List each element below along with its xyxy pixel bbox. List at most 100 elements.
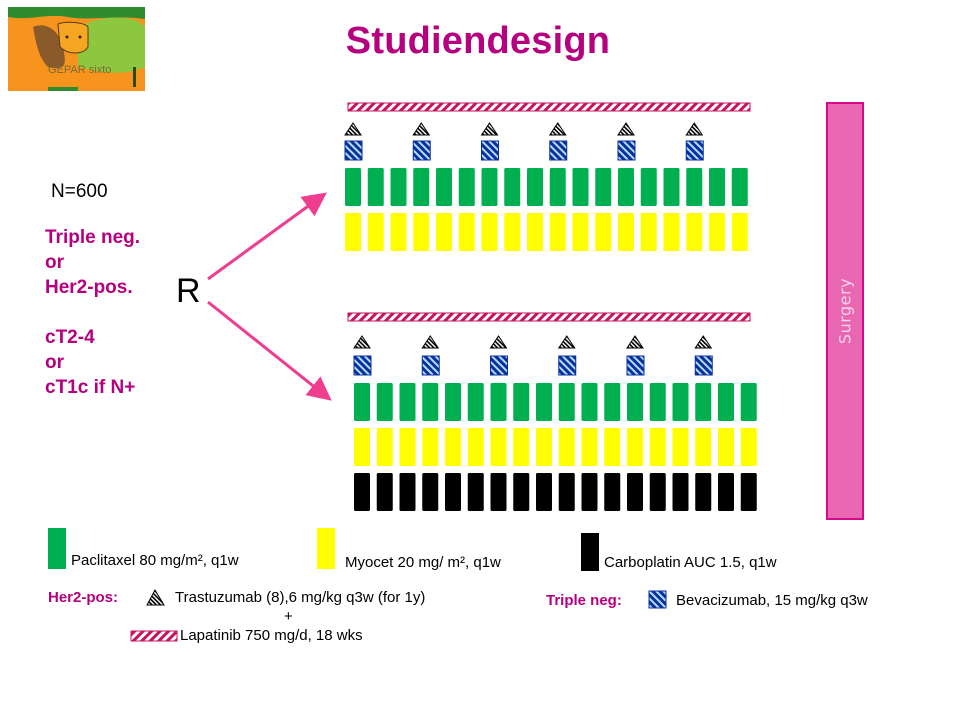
legend-plus: + bbox=[284, 608, 293, 625]
paclitaxel-weekly-dose bbox=[481, 168, 498, 206]
bevacizumab-dose-icon bbox=[412, 140, 431, 161]
trastuzumab-dose-icon bbox=[626, 335, 644, 349]
trastuzumab-dose-icon bbox=[421, 335, 440, 349]
myocet-weekly-dose bbox=[686, 213, 703, 251]
paclitaxel-weekly-dose bbox=[549, 168, 566, 206]
lapatinib-bar bbox=[347, 312, 751, 322]
bevacizumab-dose-icon bbox=[481, 140, 499, 161]
myocet-weekly-dose bbox=[399, 428, 416, 466]
inclusion-criteria-stage: cT2-4 or cT1c if N+ bbox=[45, 325, 135, 400]
paclitaxel-weekly-dose bbox=[718, 383, 734, 421]
carboplatin-weekly-dose bbox=[422, 473, 439, 511]
paclitaxel-weekly-dose bbox=[640, 168, 657, 206]
criteria-line: cT2-4 bbox=[45, 327, 95, 348]
trastuzumab-dose-icon bbox=[489, 335, 508, 349]
legend-paclitaxel-swatch bbox=[48, 528, 66, 569]
page-title: Studiendesign bbox=[345, 20, 611, 62]
bevacizumab-dose-icon bbox=[490, 355, 508, 376]
myocet-weekly-dose bbox=[354, 428, 370, 466]
randomization-label: R bbox=[176, 272, 201, 310]
carboplatin-weekly-dose bbox=[695, 473, 712, 511]
criteria-line: or bbox=[45, 352, 64, 373]
carboplatin-weekly-dose bbox=[467, 473, 484, 511]
paclitaxel-weekly-dose bbox=[649, 383, 666, 421]
trastuzumab-dose-icon bbox=[685, 122, 704, 136]
sample-size: N=600 bbox=[51, 181, 108, 202]
paclitaxel-weekly-dose bbox=[595, 168, 612, 206]
myocet-weekly-dose bbox=[618, 213, 634, 251]
criteria-line: Her2-pos. bbox=[45, 277, 133, 298]
paclitaxel-weekly-dose bbox=[376, 383, 393, 421]
paclitaxel-weekly-dose bbox=[731, 168, 748, 206]
trastuzumab-dose-icon bbox=[617, 122, 635, 136]
carboplatin-weekly-dose bbox=[536, 473, 552, 511]
myocet-weekly-dose bbox=[376, 428, 393, 466]
paclitaxel-weekly-dose bbox=[672, 383, 689, 421]
myocet-weekly-dose bbox=[627, 428, 643, 466]
paclitaxel-weekly-dose bbox=[345, 168, 361, 206]
carboplatin-weekly-dose bbox=[627, 473, 643, 511]
myocet-weekly-dose bbox=[413, 213, 430, 251]
legend-lapatinib-icon bbox=[130, 630, 178, 642]
carboplatin-weekly-dose bbox=[558, 473, 575, 511]
myocet-weekly-dose bbox=[345, 213, 361, 251]
paclitaxel-weekly-dose bbox=[504, 168, 521, 206]
myocet-weekly-dose bbox=[458, 213, 475, 251]
myocet-weekly-dose bbox=[549, 213, 566, 251]
bevacizumab-dose-icon bbox=[617, 140, 636, 161]
myocet-weekly-dose bbox=[481, 213, 498, 251]
carboplatin-weekly-dose bbox=[490, 473, 507, 511]
myocet-weekly-dose bbox=[663, 213, 680, 251]
bevacizumab-dose-icon bbox=[694, 355, 713, 376]
paclitaxel-weekly-dose bbox=[390, 168, 407, 206]
criteria-line: Triple neg. bbox=[45, 227, 141, 248]
legend-trastuzumab-icon bbox=[146, 588, 165, 606]
myocet-weekly-dose bbox=[695, 428, 712, 466]
legend-her2-heading: Her2-pos: bbox=[48, 589, 119, 606]
paclitaxel-weekly-dose bbox=[627, 383, 643, 421]
myocet-weekly-dose bbox=[718, 428, 734, 466]
carboplatin-weekly-dose bbox=[604, 473, 621, 511]
paclitaxel-weekly-dose bbox=[604, 383, 621, 421]
paclitaxel-weekly-dose bbox=[558, 383, 575, 421]
arm-b bbox=[347, 312, 757, 511]
criteria-line: cT1c if N+ bbox=[45, 377, 136, 398]
myocet-weekly-dose bbox=[436, 213, 452, 251]
paclitaxel-weekly-dose bbox=[445, 383, 461, 421]
lapatinib-bar bbox=[347, 102, 751, 112]
legend-bevacizumab: Bevacizumab, 15 mg/kg q3w bbox=[676, 592, 868, 609]
paclitaxel-weekly-dose bbox=[663, 168, 680, 206]
carboplatin-weekly-dose bbox=[513, 473, 530, 511]
myocet-weekly-dose bbox=[572, 213, 589, 251]
trastuzumab-dose-icon bbox=[557, 335, 576, 349]
paclitaxel-weekly-dose bbox=[490, 383, 507, 421]
bevacizumab-dose-icon bbox=[344, 140, 363, 161]
paclitaxel-weekly-dose bbox=[695, 383, 712, 421]
myocet-weekly-dose bbox=[640, 213, 657, 251]
myocet-weekly-dose bbox=[367, 213, 384, 251]
carboplatin-weekly-dose bbox=[672, 473, 689, 511]
trastuzumab-dose-icon bbox=[344, 122, 362, 136]
myocet-weekly-dose bbox=[536, 428, 552, 466]
paclitaxel-weekly-dose bbox=[367, 168, 384, 206]
paclitaxel-weekly-dose bbox=[399, 383, 416, 421]
paclitaxel-weekly-dose bbox=[513, 383, 530, 421]
paclitaxel-weekly-dose bbox=[740, 383, 757, 421]
legend-bevacizumab-icon bbox=[648, 590, 667, 609]
paclitaxel-weekly-dose bbox=[536, 383, 552, 421]
myocet-weekly-dose bbox=[445, 428, 461, 466]
trastuzumab-dose-icon bbox=[480, 122, 499, 136]
myocet-weekly-dose bbox=[649, 428, 666, 466]
trastuzumab-dose-icon bbox=[694, 335, 713, 349]
legend-paclitaxel: Paclitaxel 80 mg/m², q1w bbox=[71, 552, 239, 569]
paclitaxel-weekly-dose bbox=[354, 383, 370, 421]
myocet-weekly-dose bbox=[490, 428, 507, 466]
myocet-weekly-dose bbox=[740, 428, 757, 466]
myocet-weekly-dose bbox=[467, 428, 484, 466]
paclitaxel-weekly-dose bbox=[581, 383, 598, 421]
myocet-weekly-dose bbox=[595, 213, 612, 251]
myocet-weekly-dose bbox=[504, 213, 521, 251]
arrow-to-arm-b bbox=[207, 300, 332, 401]
trastuzumab-dose-icon bbox=[412, 122, 431, 136]
